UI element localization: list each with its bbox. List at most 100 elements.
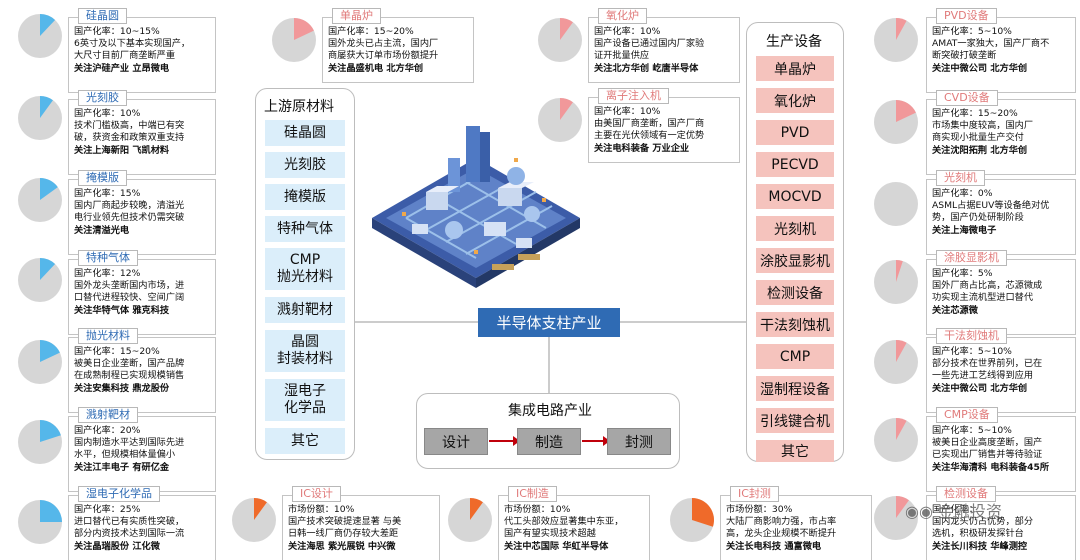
card-line: 国产化率：10~15% xyxy=(74,26,160,37)
pie-oxidation xyxy=(538,18,582,62)
card-line: 国产化率：15~20% xyxy=(74,346,160,357)
card-title: 单晶炉 xyxy=(332,8,381,24)
card-title: 离子注入机 xyxy=(598,88,669,104)
pie-coater xyxy=(874,260,918,304)
card-line: 被美日企业垄断，国产品牌 xyxy=(74,358,185,370)
card-title: IC设计 xyxy=(292,486,341,502)
card-line: 代工头部效应显著集中东亚， xyxy=(504,516,624,528)
card-line: 部分内资技术达到国际一流 xyxy=(74,528,185,540)
pie-ic-fab xyxy=(448,498,492,542)
card-line: 国产化率：0% xyxy=(932,188,993,199)
equipment-item-coater: 涂胶显影机 xyxy=(756,248,834,273)
card-line: 国产化率：5% xyxy=(932,268,993,279)
equipment-item-etch: 干法刻蚀机 xyxy=(756,312,834,337)
pie-cmp-material xyxy=(18,340,62,384)
card-gas: 特种气体 国产化率：12%国外龙头垄断国内市场，进口替代进程较快、空间广阔关注华… xyxy=(68,246,216,335)
flow-package: 封测 xyxy=(607,428,671,455)
card-line: 国产化率：12% xyxy=(74,268,141,279)
card-key-line: 关注中微公司 北方华创 xyxy=(932,382,1028,394)
card-title: IC制造 xyxy=(508,486,557,502)
card-line: 市场份额：10% xyxy=(288,504,355,515)
card-line: 商屡获大订单市场份额提升 xyxy=(328,50,439,62)
card-line: 由美国厂商垄断，国产厂商 xyxy=(594,118,705,130)
pie-wafer xyxy=(18,14,62,58)
upstream-item-wet-chem: 湿电子 化学品 xyxy=(265,379,345,421)
pie-share-slice xyxy=(40,500,62,522)
card-line: 国产化率：10% xyxy=(594,106,661,117)
card-line: 国产化率：10% xyxy=(74,108,141,119)
card-line: 市场份额：10% xyxy=(504,504,571,515)
upstream-item-gas: 特种气体 xyxy=(265,216,345,242)
card-title: 干法刻蚀机 xyxy=(936,328,1007,344)
pie-gas xyxy=(18,258,62,302)
pie-share-slice xyxy=(896,340,907,362)
card-title: CVD设备 xyxy=(936,90,998,106)
card-line: 国产化率：15~20% xyxy=(932,108,1018,119)
card-ic-fab: IC制造 市场份额：10%代工头部效应显著集中东亚，国产有望实现技术超越关注中芯… xyxy=(498,482,650,560)
card-line: 主要在光伏领域有一定优势 xyxy=(594,130,705,142)
card-litho: 光刻机 国产化率：0%ASML占据EUV等设备绝对优势，国产仍处研制阶段关注上海… xyxy=(926,166,1076,255)
card-line: 在成熟制程已实现规模销售 xyxy=(74,370,185,382)
card-key-line: 关注晶盛机电 北方华创 xyxy=(328,62,424,74)
card-key-line: 关注华海清科 电科装备45所 xyxy=(932,461,1050,473)
factory-illustration xyxy=(372,126,580,288)
card-line: 一些先进工艺线得到应用 xyxy=(932,370,1034,382)
pie-mask xyxy=(18,178,62,222)
card-target: 溅射靶材 国产化率：20%国内制造水平达到国际先进水平，但规模相体量偏小关注江丰… xyxy=(68,403,216,492)
card-key-line: 关注沪硅产业 立昂微电 xyxy=(74,62,170,74)
equipment-item-crystal: 单晶炉 xyxy=(756,56,834,81)
card-key-line: 关注长川科技 华峰测控 xyxy=(932,540,1028,552)
card-line: 已实现出厂销售并等待验证 xyxy=(932,449,1043,461)
card-title: 掩模版 xyxy=(78,170,127,186)
card-line: 国产有望实现技术超越 xyxy=(504,528,596,540)
card-wet-chem: 湿电子化学品 国产化率：25%进口替代已有实质性突破，部分内资技术达到国际一流关… xyxy=(68,482,216,560)
pie-photoresist xyxy=(18,96,62,140)
pie-share-slice xyxy=(254,498,267,520)
card-wafer: 硅晶圆 国产化率：10~15%6英寸及以下基本实现国产，大尺寸目前厂商垄断严重关… xyxy=(68,4,216,93)
card-line: 国产化率：5~10% xyxy=(932,26,1012,37)
card-key-line: 关注电科装备 万业企业 xyxy=(594,142,690,154)
card-line: 市场份额：30% xyxy=(726,504,793,515)
upstream-item-other: 其它 xyxy=(265,428,345,454)
wechat-icon: ◉◉ xyxy=(905,502,933,521)
watermark: ◉◉ 金融投资 xyxy=(905,498,1002,522)
card-key-line: 关注安集科技 鼎龙股份 xyxy=(74,382,170,394)
card-key-line: 关注北方华创 屹唐半导体 xyxy=(594,62,699,74)
upstream-item-target: 溅射靶材 xyxy=(265,297,345,323)
card-line: 电行业领先但技术仍需突破 xyxy=(74,212,185,224)
pie-share-slice xyxy=(40,178,58,200)
card-key-line: 关注芯源微 xyxy=(932,304,978,316)
card-line: 商实现小批量生产交付 xyxy=(932,132,1024,144)
card-key-line: 关注江丰电子 有研亿金 xyxy=(74,461,170,473)
card-etch: 干法刻蚀机 国产化率：5~10%部分技术在世界前列，已在一些先进工艺线得到应用关… xyxy=(926,324,1076,413)
ic-industry-title: 集成电路产业 xyxy=(508,403,592,419)
card-line: 功实现主流机型进口替代 xyxy=(932,292,1034,304)
card-line: 高，龙头企业规模不断提升 xyxy=(726,528,837,540)
pie-share-slice xyxy=(560,98,573,120)
card-line: 国内制造水平达到国际先进 xyxy=(74,437,185,449)
card-line: 国产化率：5~10% xyxy=(932,346,1012,357)
card-title: 抛光材料 xyxy=(78,328,138,344)
card-line: ASML占据EUV等设备绝对优 xyxy=(932,200,1050,212)
card-key-line: 关注沈阳拓荆 北方华创 xyxy=(932,144,1028,156)
card-title: 湿电子化学品 xyxy=(78,486,160,502)
flow-manufacture: 制造 xyxy=(517,428,581,455)
card-key-line: 关注上海新阳 飞凯材料 xyxy=(74,144,170,156)
arrow-design-manufacture xyxy=(489,436,520,446)
card-title: 检测设备 xyxy=(936,486,996,502)
pie-share-slice xyxy=(896,496,909,518)
pie-target xyxy=(18,420,62,464)
card-line: 口替代进程较快、空间广阔 xyxy=(74,292,185,304)
card-line: 国内厂商起步较晚，清溢光 xyxy=(74,200,185,212)
card-line: 破，获资金和政策双重支持 xyxy=(74,132,185,144)
upstream-title: 上游原材料 xyxy=(264,99,334,115)
card-ic-design: IC设计 市场份额：10%国产技术突破提速显著 与美日韩一线厂商仍存较大差距关注… xyxy=(282,482,440,560)
card-line: AMAT一家独大，国产厂商不 xyxy=(932,38,1050,50)
equipment-item-mocvd: MOCVD xyxy=(756,184,834,209)
pie-share-slice xyxy=(40,340,60,362)
card-ic-pack: IC封测 市场份额：30%大陆厂商影响力强，市占率高，龙头企业规模不断提升关注长… xyxy=(720,482,872,560)
pie-litho xyxy=(874,182,918,226)
card-line: 国产设备已通过国内厂家验 xyxy=(594,38,705,50)
card-line: 大陆厂商影响力强，市占率 xyxy=(726,516,837,528)
